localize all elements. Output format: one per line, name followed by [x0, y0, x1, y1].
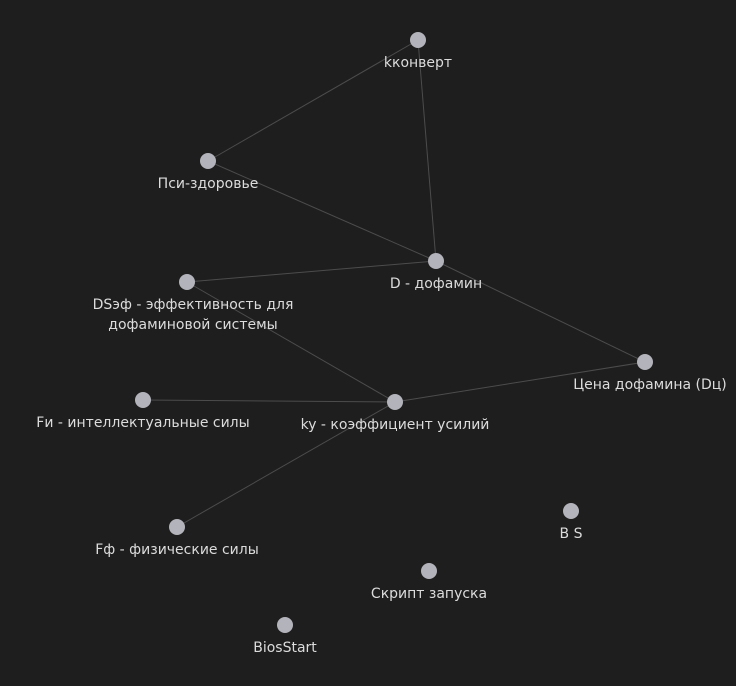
edge-kkonvert-psi — [207, 39, 419, 162]
node-price[interactable] — [637, 354, 653, 370]
node-label-ff[interactable]: Fф - физические силы — [95, 542, 259, 558]
node-label-script[interactable]: Скрипт запуска — [370, 586, 488, 602]
edge-dseff-dopamine — [186, 260, 437, 283]
node-label-biosstart[interactable]: BiosStart — [253, 640, 317, 656]
node-dopamine[interactable] — [428, 253, 444, 269]
node-label-price[interactable]: Цена дофамина (Dц) — [573, 377, 727, 393]
node-bs[interactable] — [563, 503, 579, 519]
node-biosstart[interactable] — [277, 617, 293, 633]
edge-kkonvert-dopamine — [417, 39, 437, 262]
node-label-fi[interactable]: Fи - интеллектуальные силы — [36, 415, 250, 431]
edge-dseff-ky — [186, 281, 396, 403]
node-script[interactable] — [421, 563, 437, 579]
node-label-ky[interactable]: ky - коэффициент усилий — [300, 417, 490, 433]
node-label-dseff[interactable]: DSэф - эффективность для дофаминовой сис… — [92, 297, 294, 333]
node-ky[interactable] — [387, 394, 403, 410]
edge-psi-dopamine — [207, 160, 437, 262]
edge-ky-price — [394, 361, 646, 403]
node-label-psi[interactable]: Пси-здоровье — [157, 176, 259, 192]
edge-fi-ky — [142, 399, 396, 403]
node-fi[interactable] — [135, 392, 151, 408]
edge-dopamine-price — [435, 260, 646, 363]
node-ff[interactable] — [169, 519, 185, 535]
node-kkonvert[interactable] — [410, 32, 426, 48]
node-label-kkonvert[interactable]: kконверт — [383, 55, 453, 71]
edge-ky-ff — [176, 401, 396, 528]
node-label-bs[interactable]: B S — [559, 526, 583, 542]
node-label-dopamine[interactable]: D - дофамин — [389, 276, 483, 292]
node-dseff[interactable] — [179, 274, 195, 290]
node-psi[interactable] — [200, 153, 216, 169]
